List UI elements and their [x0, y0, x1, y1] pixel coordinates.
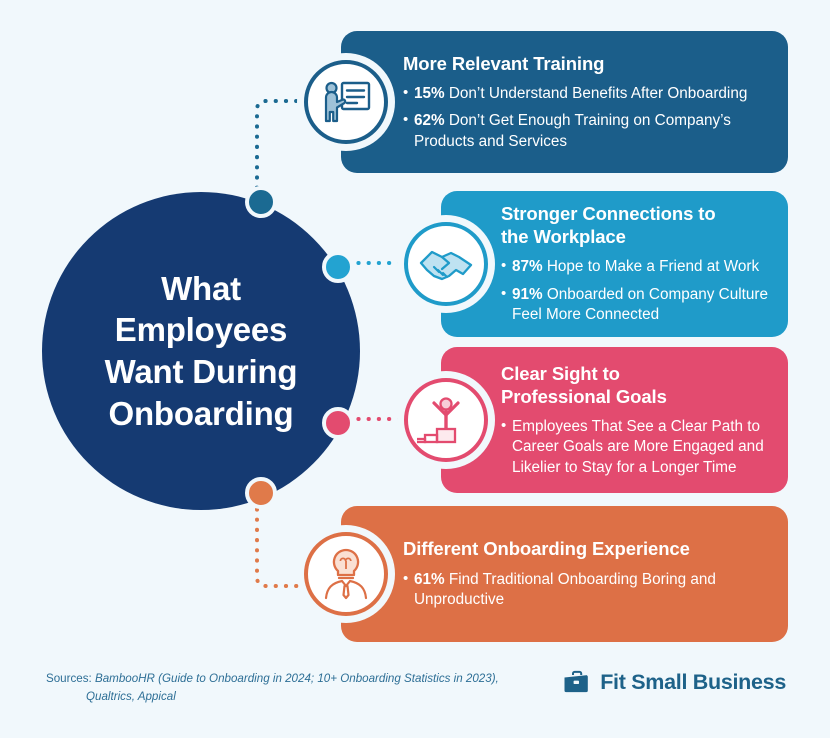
connector-node-2: [322, 251, 354, 283]
medallion-more-relevant-training: [297, 53, 395, 151]
medallion-different-onboarding-experience: [297, 525, 395, 623]
brand-name: Fit Small Business: [600, 670, 786, 694]
card-clear-sight-goals[interactable]: Clear Sight to Professional Goals Employ…: [441, 347, 788, 493]
bullet-text: Hope to Make a Friend at Work: [546, 258, 760, 276]
brand-logo[interactable]: Fit Small Business: [562, 670, 786, 695]
card-title: More Relevant Training: [403, 52, 605, 74]
training-presenter-icon: [324, 81, 371, 123]
footer: Sources: BambooHR (Guide to Onboarding i…: [0, 658, 830, 738]
bullet-stat: 62%: [414, 112, 445, 130]
bullet-stat: 15%: [414, 84, 445, 102]
connector-node-3: [322, 407, 354, 439]
lightbulb-person-icon: [324, 548, 368, 600]
medallion-stronger-connections: [397, 215, 495, 313]
bullet-item: 87% Hope to Make a Friend at Work: [501, 256, 772, 277]
sources-label: Sources:: [46, 672, 92, 685]
card-bullet-list: Employees That See a Clear Path to Caree…: [501, 416, 772, 478]
card-bullet-list: 87% Hope to Make a Friend at Work 91% On…: [501, 256, 772, 326]
hub-circle: What Employees Want During Onboarding: [42, 192, 360, 510]
handshake-icon: [419, 250, 473, 281]
bullet-text: Don’t Understand Benefits After Onboardi…: [448, 84, 748, 102]
bullet-item: 62% Don’t Get Enough Training on Company…: [403, 110, 762, 152]
bullet-stat: 87%: [512, 258, 543, 276]
page-title: What Employees Want During Onboarding: [104, 269, 298, 432]
briefcase-icon: [564, 670, 589, 693]
sources-line-1: BambooHR (Guide to Onboarding in 2024; 1…: [95, 672, 499, 685]
sources-text: Sources: BambooHR (Guide to Onboarding i…: [46, 670, 566, 706]
card-title: Clear Sight to Professional Goals: [501, 362, 667, 407]
bullet-text: Find Traditional Onboarding Boring and U…: [414, 570, 716, 609]
bullet-text: Employees That See a Clear Path to Caree…: [512, 417, 764, 476]
card-title: Stronger Connections to the Workplace: [501, 203, 716, 248]
bullet-item: 91% Onboarded on Company Culture Feel Mo…: [501, 284, 772, 326]
goal-steps-person-icon: [417, 397, 460, 444]
medallion-clear-sight-goals: [397, 371, 495, 469]
bullet-item: Employees That See a Clear Path to Caree…: [501, 416, 772, 478]
connector-node-1: [245, 186, 277, 218]
bullet-item: 61% Find Traditional Onboarding Boring a…: [403, 569, 762, 611]
bullet-item: 15% Don’t Understand Benefits After Onbo…: [403, 83, 762, 104]
card-title: Different Onboarding Experience: [403, 538, 690, 560]
connector-path-1: [255, 99, 305, 200]
card-stronger-connections[interactable]: Stronger Connections to the Workplace 87…: [441, 191, 788, 337]
sources-line-2: Qualtrics, Appical: [86, 689, 176, 703]
card-bullet-list: 15% Don’t Understand Benefits After Onbo…: [403, 83, 762, 152]
card-more-relevant-training[interactable]: More Relevant Training 15% Don’t Underst…: [341, 31, 788, 173]
bullet-stat: 61%: [414, 570, 445, 588]
bullet-text: Don’t Get Enough Training on Company’s P…: [414, 112, 731, 150]
connector-node-4: [245, 477, 277, 509]
bullet-stat: 91%: [512, 285, 543, 303]
card-different-onboarding-experience[interactable]: Different Onboarding Experience 61% Find…: [341, 506, 788, 642]
card-bullet-list: 61% Find Traditional Onboarding Boring a…: [403, 569, 762, 611]
bullet-text: Onboarded on Company Culture Feel More C…: [512, 285, 768, 324]
